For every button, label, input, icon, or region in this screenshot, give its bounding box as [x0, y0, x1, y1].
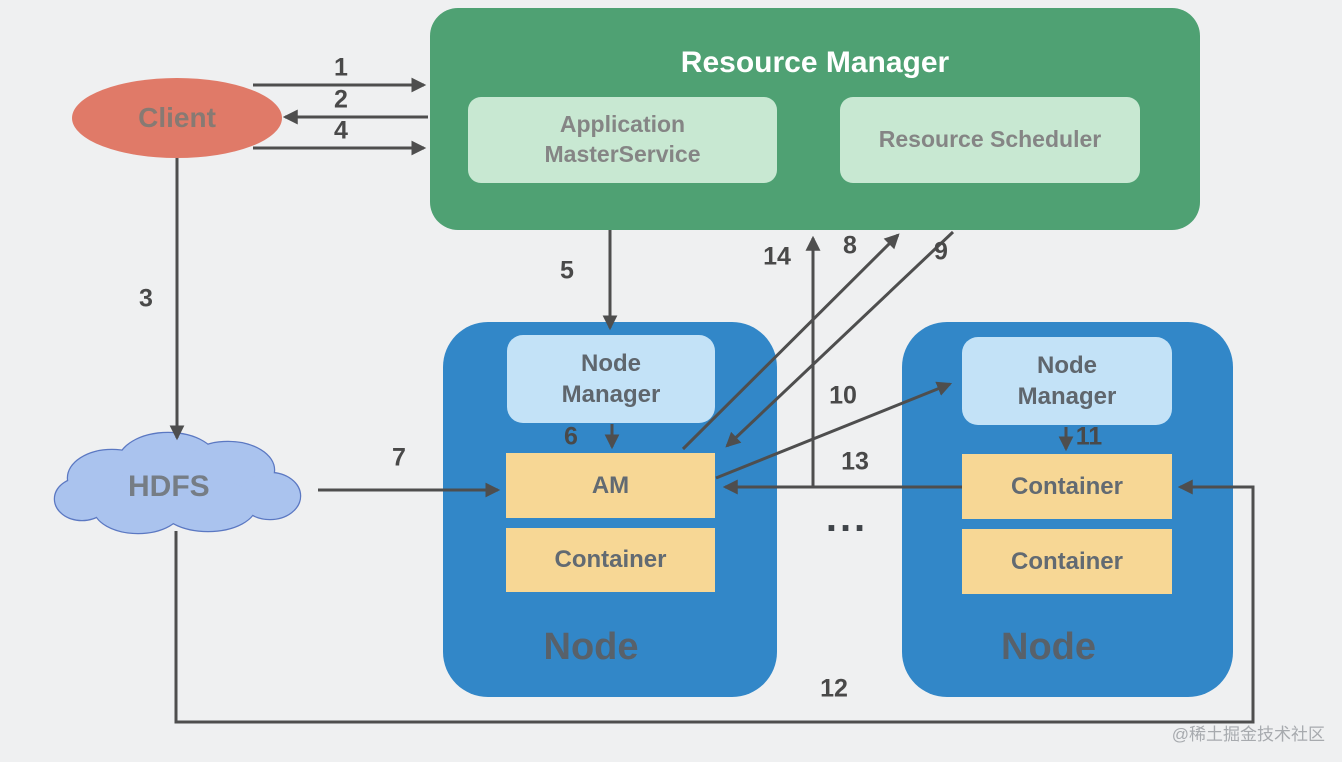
resource-manager-box: Resource Manager Application MasterServi…: [430, 8, 1200, 230]
node-right-container1-label: Container: [1010, 472, 1123, 500]
node-right-container2-box: Container: [962, 529, 1172, 594]
application-master-service-box: Application MasterService: [468, 97, 777, 183]
step-label-13: 13: [841, 447, 869, 476]
resource-scheduler-box: Resource Scheduler: [840, 97, 1140, 183]
step-label-1: 1: [334, 53, 348, 82]
step-label-8: 8: [843, 231, 857, 260]
node-left-label: Node: [543, 626, 639, 668]
node-left-container-box: Container: [506, 528, 715, 592]
node-left-am-box: AM: [506, 453, 715, 518]
client-ellipse: Client: [72, 78, 282, 158]
hdfs-label: HDFS: [128, 470, 210, 503]
node-right-node-manager-label: Node Manager: [1017, 351, 1117, 410]
step-label-3: 3: [139, 284, 153, 313]
resource-scheduler-label: Resource Scheduler: [878, 126, 1102, 153]
step-label-14: 14: [763, 242, 791, 271]
step-label-12: 12: [820, 674, 848, 703]
node-right-box: Node Manager Container Container Node: [902, 322, 1233, 697]
node-right-container2-label: Container: [1010, 547, 1123, 575]
step-label-11: 11: [1075, 422, 1103, 451]
application-master-service-label: Application MasterService: [544, 111, 701, 167]
node-right-node-manager-box: Node Manager: [962, 337, 1172, 425]
more-nodes-ellipsis: ...: [825, 496, 869, 540]
step-label-7: 7: [392, 443, 406, 472]
resource-manager-title: Resource Manager: [680, 46, 950, 79]
step-label-10: 10: [829, 381, 857, 410]
step-label-9: 9: [934, 237, 948, 266]
step-label-2: 2: [334, 85, 348, 114]
node-left-node-manager-box: Node Manager: [507, 335, 715, 423]
node-left-am-label: AM: [591, 471, 630, 499]
step-label-4: 4: [334, 116, 348, 145]
node-left-node-manager-label: Node Manager: [561, 349, 661, 408]
node-right-label: Node: [1001, 626, 1096, 668]
node-left-container-label: Container: [554, 546, 667, 573]
step-label-6: 6: [564, 422, 578, 451]
client-label: Client: [138, 102, 216, 133]
node-right-container1-box: Container: [962, 454, 1172, 519]
node-left-box: Node Manager AM Container Node: [443, 322, 777, 697]
watermark: @稀土掘金技术社区: [1171, 725, 1325, 744]
step-label-5: 5: [560, 256, 574, 285]
